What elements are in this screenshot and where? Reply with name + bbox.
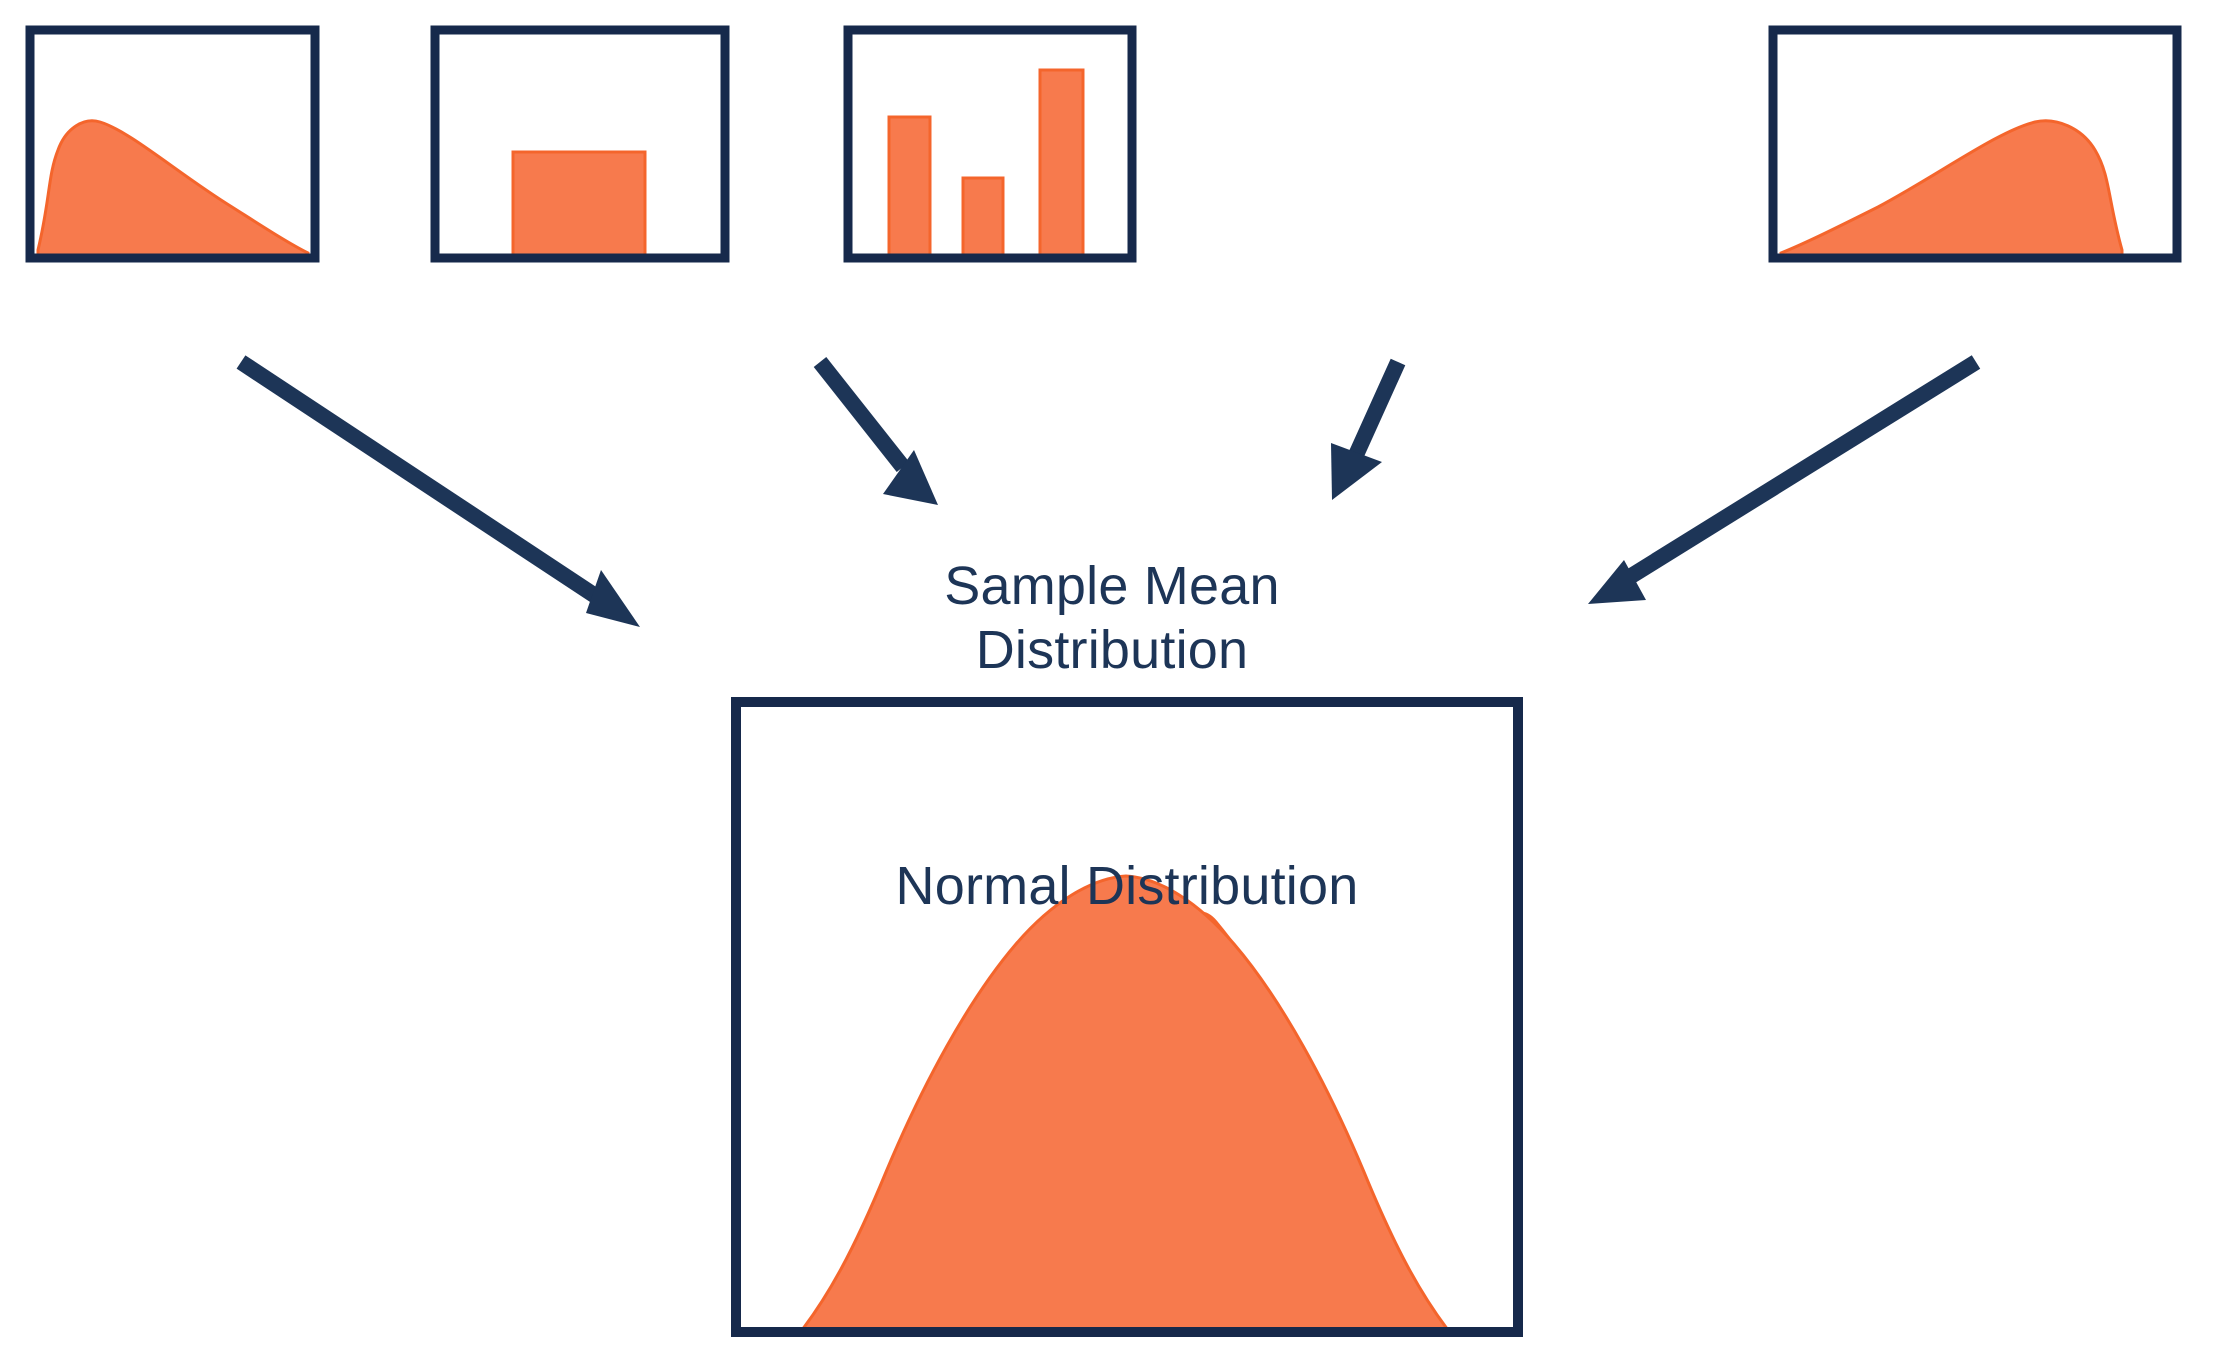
- arrow-group: [236, 355, 1981, 627]
- uniform-distribution-panel[interactable]: [430, 25, 730, 263]
- right-skewed-curve-shape: [36, 119, 310, 257]
- panel-1-frame: [25, 25, 320, 263]
- result-panel-frame: [731, 697, 1523, 1337]
- panel-2-frame: [430, 25, 730, 263]
- arrow-from-panel-3: [1331, 358, 1406, 500]
- discrete-bar-3: [1038, 68, 1085, 257]
- normal-distribution-label: Normal Distribution: [895, 856, 1359, 916]
- uniform-block-shape: [511, 150, 647, 257]
- sample-mean-distribution-label: Sample Mean Distribution: [944, 556, 1280, 680]
- left-skewed-curve-shape: [1779, 119, 2124, 257]
- right-skewed-distribution-panel[interactable]: [25, 25, 320, 263]
- normal-distribution-panel[interactable]: [731, 697, 1523, 1345]
- panel-4-frame: [1768, 25, 2182, 263]
- arrow-from-panel-1: [236, 355, 640, 627]
- arrow-from-panel-2: [813, 357, 938, 505]
- left-skewed-distribution-panel[interactable]: [1768, 25, 2182, 263]
- discrete-bar-1: [887, 115, 932, 257]
- discrete-bar-distribution-panel[interactable]: [843, 25, 1137, 263]
- discrete-bar-2: [961, 176, 1005, 257]
- arrow-from-panel-4: [1588, 355, 1981, 604]
- bell-curve-shape-smooth: [802, 874, 1448, 1327]
- panel-3-frame: [843, 25, 1137, 263]
